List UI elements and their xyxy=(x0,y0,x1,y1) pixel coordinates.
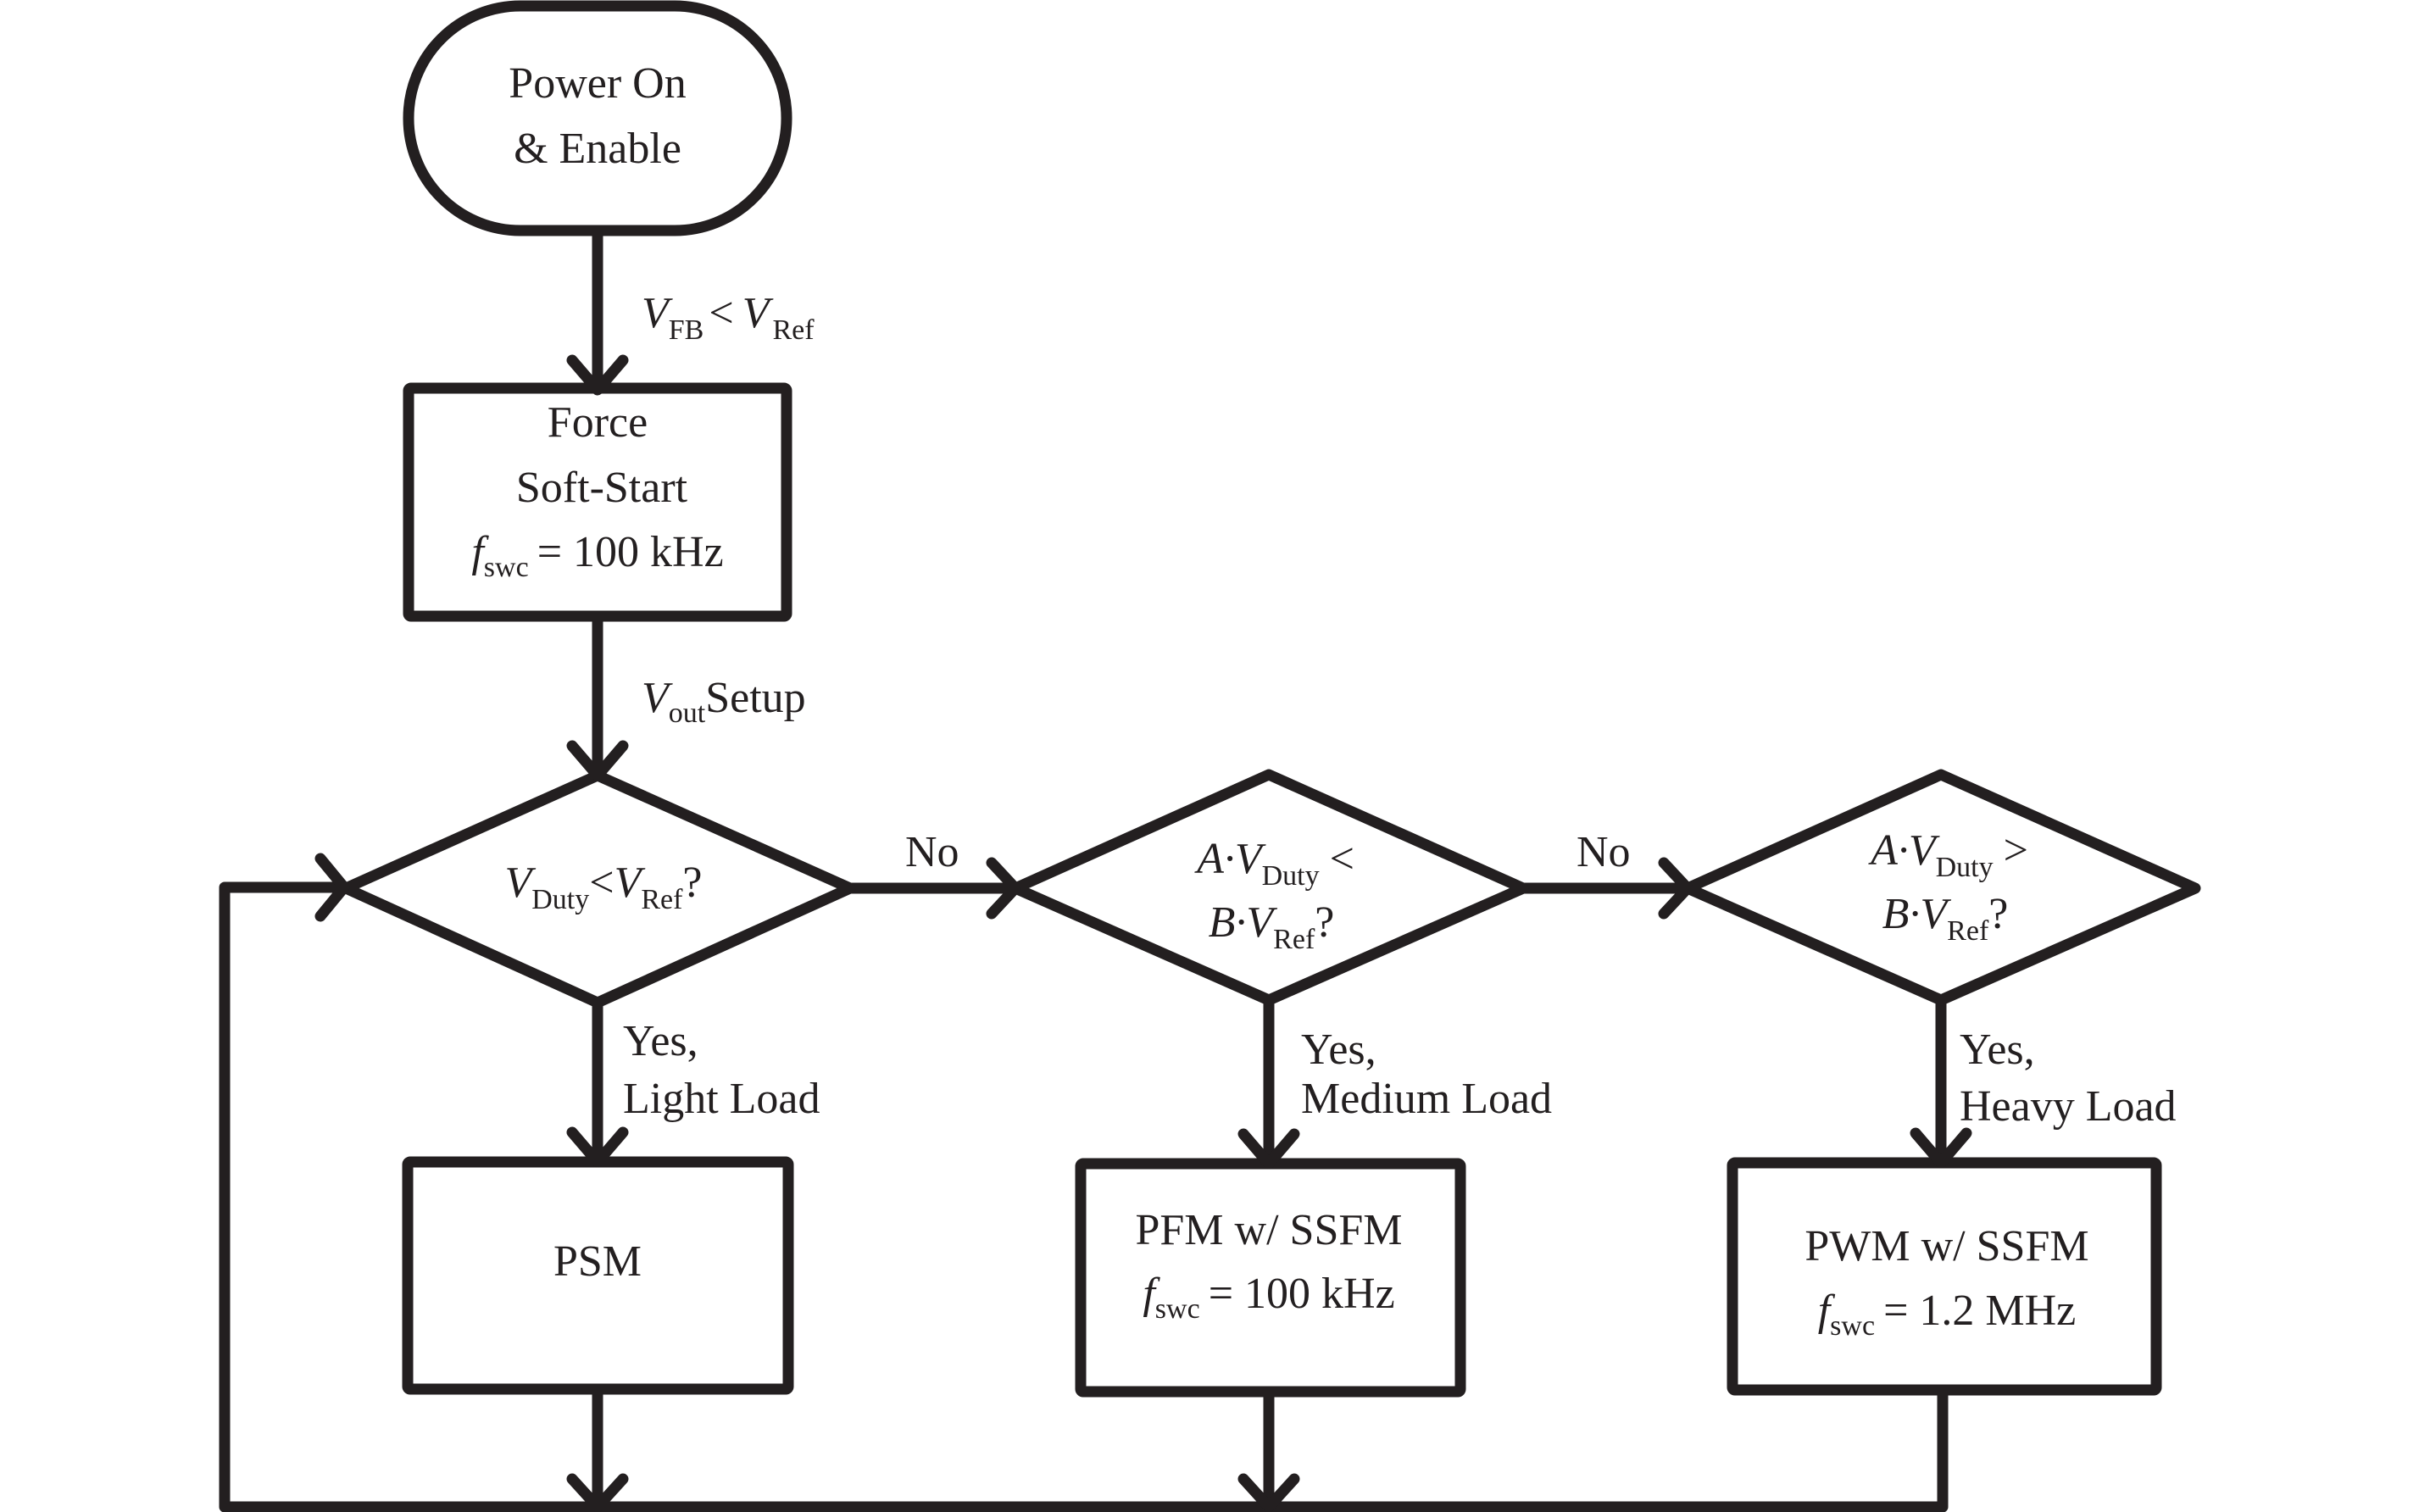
arrowhead-down-icon xyxy=(566,1473,629,1512)
terminal-line-2: & Enable xyxy=(514,125,681,173)
arrowhead-down-icon xyxy=(1910,1127,1972,1169)
pwm-line-1: PWM w/ SSFM xyxy=(1805,1222,2088,1270)
decision-medium-load[interactable] xyxy=(1009,769,1529,1006)
arrowhead-right-icon xyxy=(986,857,1021,920)
arrowhead-down-icon xyxy=(566,1126,629,1168)
psm-label: PSM xyxy=(553,1237,642,1286)
arrowhead-down-icon xyxy=(566,740,629,781)
terminal-power-on[interactable] xyxy=(403,0,792,236)
decision2-line-1: A·VDuty< xyxy=(1194,835,1354,892)
pfm-freq: fswc= 100 kHz xyxy=(1143,1270,1394,1325)
arrowhead-right-icon xyxy=(1658,857,1693,920)
terminal-line-1: Power On xyxy=(509,59,686,108)
arrowhead-down-icon xyxy=(1237,1473,1300,1512)
edge-label-yes-heavy-1: Yes, xyxy=(1960,1026,2035,1074)
decision-light-load[interactable] xyxy=(340,770,856,1009)
process-pwm[interactable] xyxy=(1727,1157,2162,1396)
decision1-expr: VDuty<VRef? xyxy=(504,859,702,915)
decision3-line-1: A·VDuty> xyxy=(1868,826,2028,883)
softstart-line-1: Force xyxy=(548,398,648,447)
softstart-line-2: Soft-Start xyxy=(516,464,688,512)
edge-label-no-1: No xyxy=(905,828,959,876)
edge-label-yes-medium-2: Medium Load xyxy=(1301,1075,1552,1123)
softstart-freq: fswc= 100 kHz xyxy=(471,528,723,583)
edge-label-yes-medium-1: Yes, xyxy=(1301,1026,1376,1074)
connectors xyxy=(219,231,1949,1512)
decision3-line-2: B·VRef? xyxy=(1882,890,2009,947)
edge-label-yes-light-2: Light Load xyxy=(623,1075,820,1123)
arrowhead-down-icon xyxy=(1237,1128,1300,1170)
edge-label-yes-heavy-2: Heavy Load xyxy=(1960,1082,2177,1131)
decision2-line-2: B·VRef? xyxy=(1209,898,1335,955)
arrowhead-right-icon xyxy=(314,853,350,922)
arrowheads xyxy=(314,354,1972,1512)
edge-label-no-2: No xyxy=(1577,828,1631,876)
edge-label-yes-light-1: Yes, xyxy=(623,1017,698,1065)
pwm-freq: fswc= 1.2 MHz xyxy=(1818,1287,2077,1342)
edge-loop-back xyxy=(219,881,1949,1512)
edge-label-vout-setup: VoutSetup xyxy=(642,674,806,729)
pfm-line-1: PFM w/ SSFM xyxy=(1135,1206,1402,1254)
decision-heavy-load[interactable] xyxy=(1682,769,2201,1006)
arrowhead-down-icon xyxy=(566,354,629,396)
